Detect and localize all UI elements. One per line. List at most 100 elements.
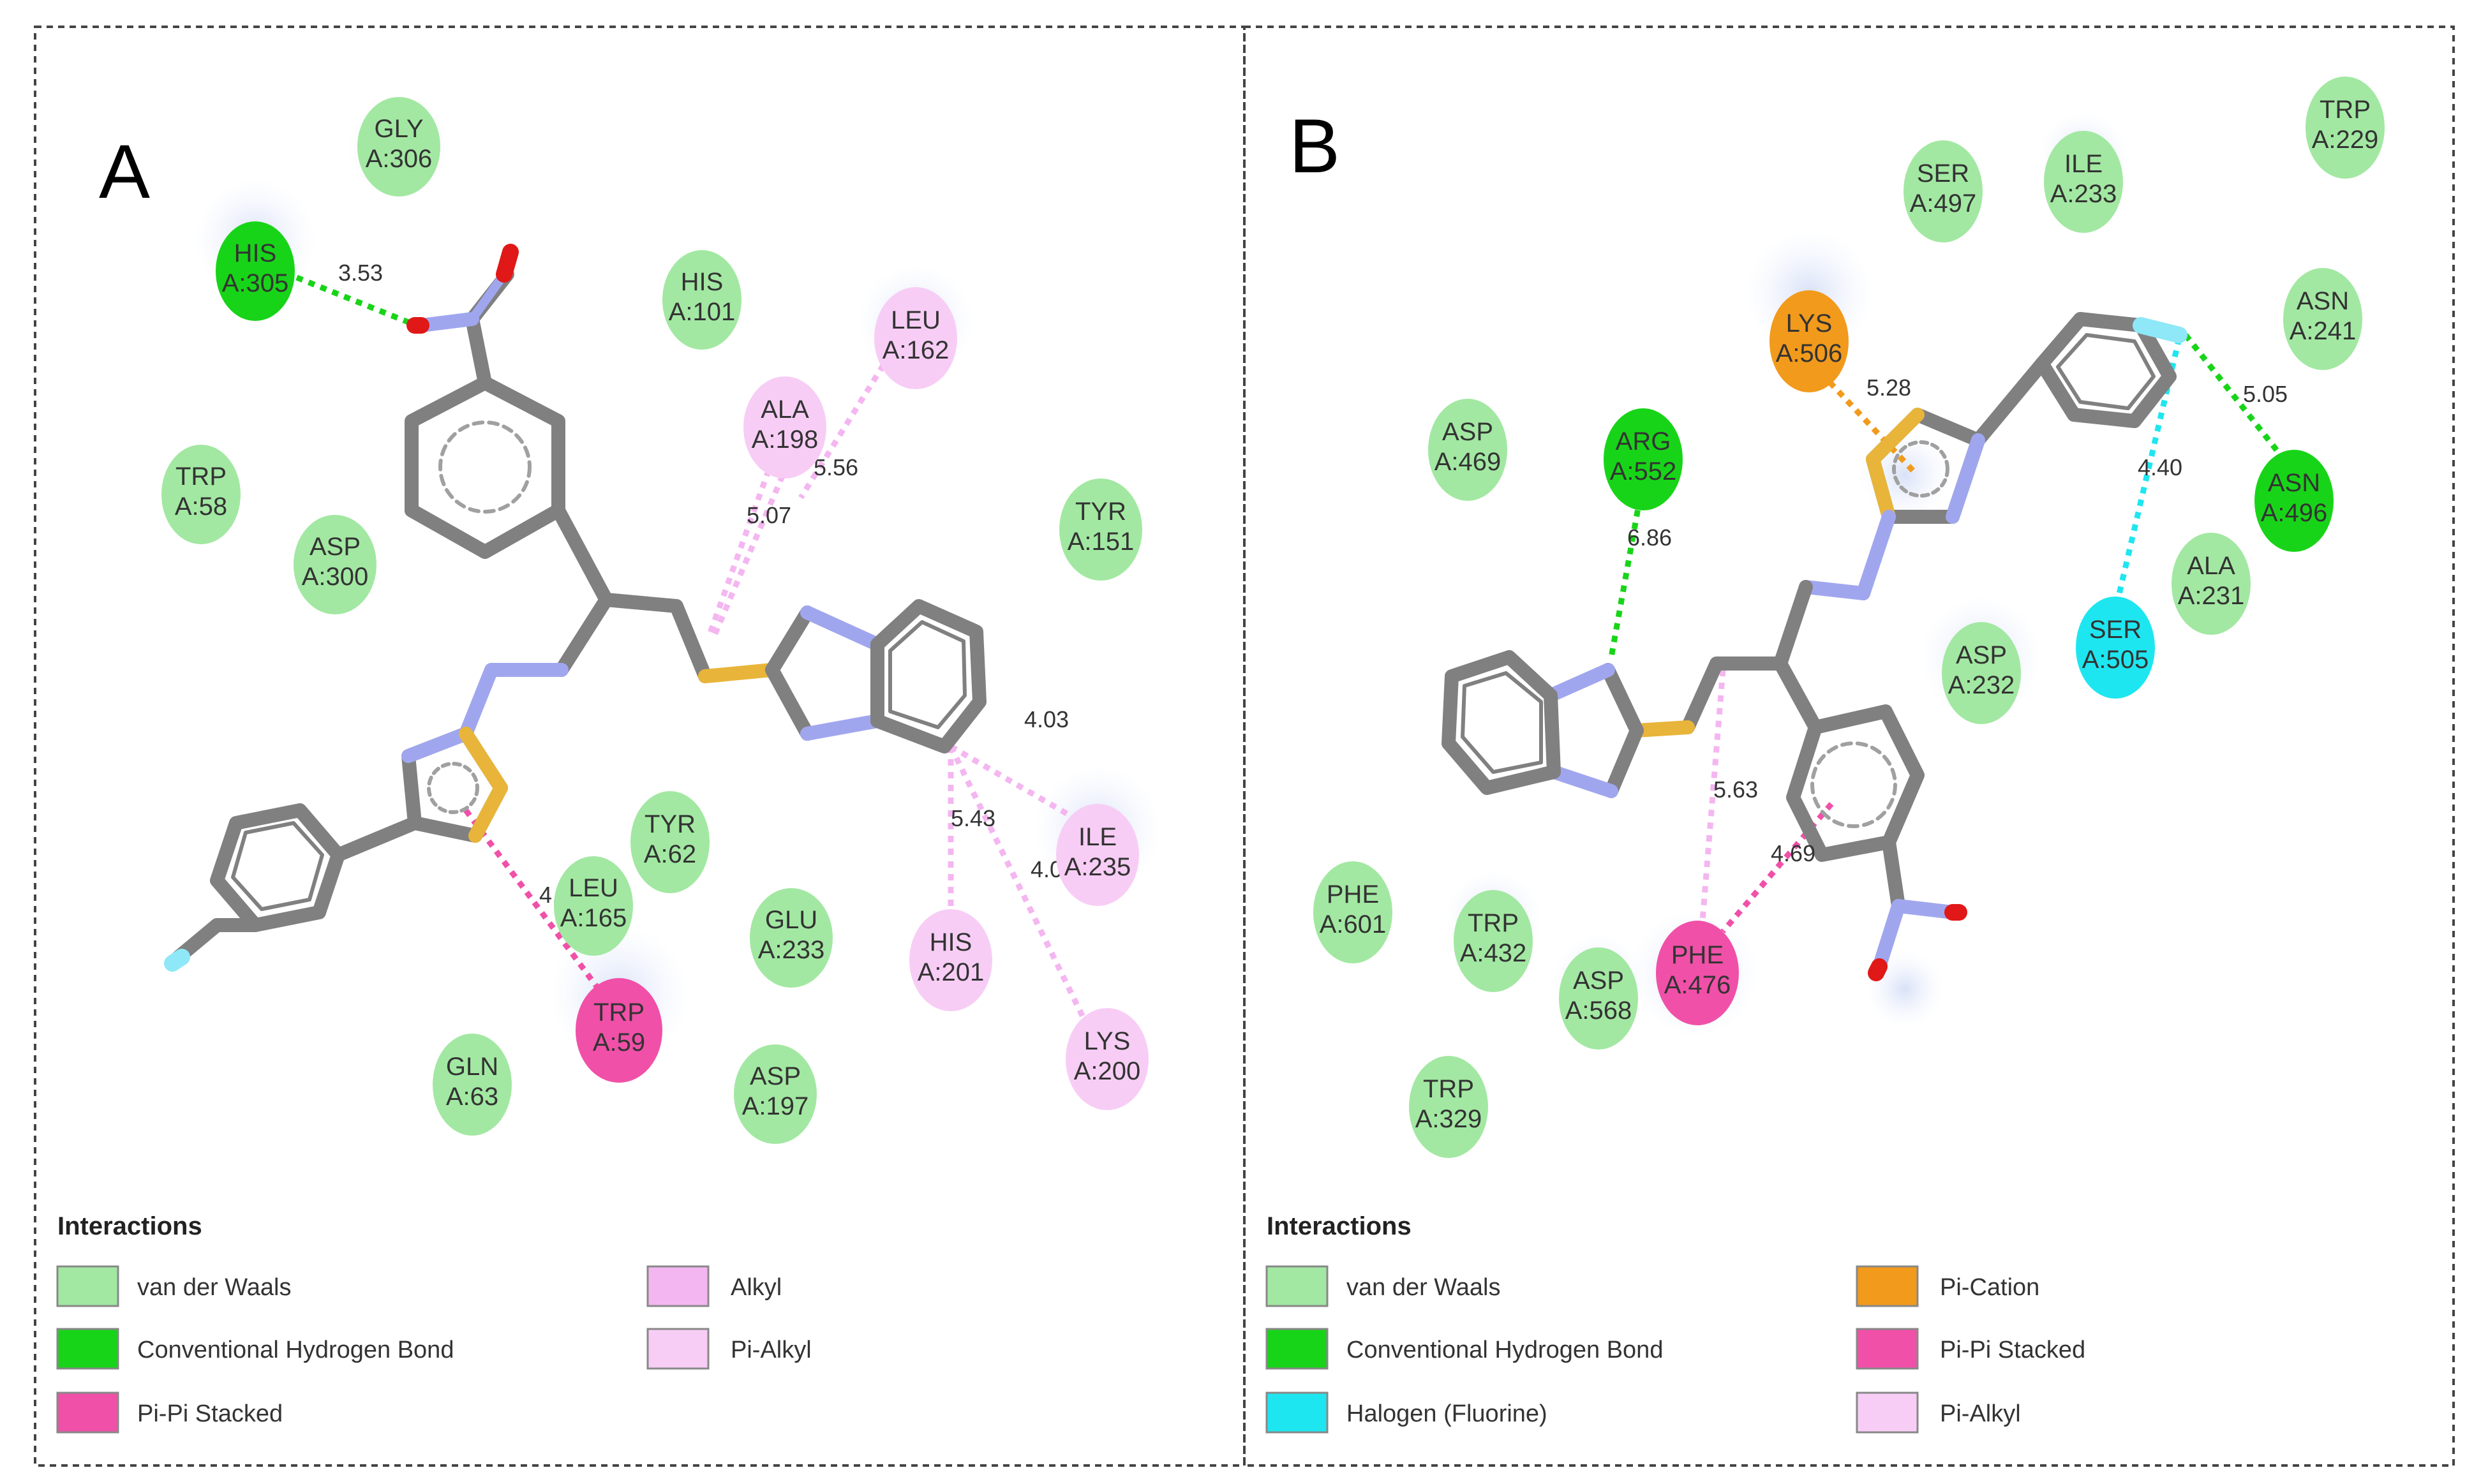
distance-label: 5.63	[1713, 776, 1758, 803]
residue: ILE A:233	[2044, 131, 2123, 233]
svg-text:SER: SER	[1917, 160, 1969, 188]
svg-text:A:306: A:306	[366, 145, 433, 173]
residue: PHE A:476	[1656, 921, 1739, 1025]
residue: ALA A:198	[743, 376, 826, 479]
svg-text:A:469: A:469	[1434, 448, 1501, 476]
legend-item: Conventional Hydrogen Bond	[56, 1328, 454, 1370]
svg-text:A:231: A:231	[2178, 582, 2245, 610]
legend-item: Pi-Cation	[1856, 1265, 2039, 1307]
legend-item: van der Waals	[56, 1265, 291, 1307]
svg-text:A:305: A:305	[222, 269, 289, 297]
svg-text:A:552: A:552	[1610, 457, 1677, 486]
pipi-line	[463, 808, 615, 1010]
distance-label: 5.56	[814, 454, 858, 480]
svg-text:TRP: TRP	[175, 463, 227, 491]
hbond-line	[2183, 333, 2297, 474]
residue: HIS A:201	[909, 909, 992, 1011]
svg-text:Pi-Pi Stacked: Pi-Pi Stacked	[1940, 1337, 2085, 1363]
svg-text:Alkyl: Alkyl	[731, 1274, 782, 1301]
svg-text:LEU: LEU	[569, 874, 618, 902]
residue: ASN A:241	[2283, 268, 2362, 370]
svg-text:Conventional Hydrogen Bond: Conventional Hydrogen Bond	[137, 1337, 454, 1363]
hbond-line	[295, 274, 426, 332]
svg-text:A:58: A:58	[175, 493, 227, 521]
legend-item: Pi-Pi Stacked	[56, 1391, 283, 1434]
svg-text:A:200: A:200	[1074, 1057, 1141, 1085]
svg-text:van der Waals: van der Waals	[137, 1274, 291, 1301]
panel-b-frame	[1243, 26, 2455, 1467]
legend-title: Interactions	[57, 1212, 202, 1240]
svg-text:A:241: A:241	[2290, 317, 2357, 345]
svg-text:A:162: A:162	[883, 336, 950, 364]
svg-text:A:568: A:568	[1565, 997, 1632, 1025]
svg-text:A:497: A:497	[1910, 189, 1977, 218]
pialkyl-line	[949, 744, 1074, 819]
svg-text:A:201: A:201	[918, 958, 985, 986]
distance-label: 5.05	[2243, 381, 2288, 407]
residue: SER A:505	[2076, 597, 2155, 699]
residue: TRP A:59	[576, 978, 662, 1083]
svg-text:ASN: ASN	[2268, 469, 2320, 497]
svg-text:Pi-Cation: Pi-Cation	[1940, 1274, 2039, 1301]
svg-text:A:300: A:300	[302, 563, 369, 591]
svg-text:HIS: HIS	[930, 928, 972, 956]
svg-text:PHE: PHE	[1671, 941, 1724, 969]
legend-b: Interactions van der Waals Conventional …	[1265, 1212, 2085, 1434]
svg-text:Conventional Hydrogen Bond: Conventional Hydrogen Bond	[1346, 1337, 1663, 1363]
svg-text:Pi-Pi Stacked: Pi-Pi Stacked	[137, 1400, 283, 1427]
svg-text:TRP: TRP	[2320, 96, 2371, 124]
svg-text:TYR: TYR	[644, 810, 696, 838]
svg-text:TYR: TYR	[1075, 498, 1126, 526]
svg-text:LYS: LYS	[1786, 309, 1833, 338]
residue: ASP A:568	[1559, 947, 1638, 1050]
legend-item: van der Waals	[1265, 1265, 1500, 1307]
panel-a: 3.53 5.56 5.07 4.03 5.43 4.04 4.96 GLY A…	[56, 96, 1161, 1434]
residue: TRP A:329	[1409, 1056, 1488, 1158]
residue: LYS A:200	[1066, 1008, 1149, 1110]
ligand-b	[1442, 312, 2187, 981]
distance-label: 4.40	[2138, 454, 2182, 480]
panel-b: 5.28 5.05 4.40 6.86 5.63 4.69 SER A:497 …	[1265, 77, 2385, 1434]
svg-text:ILE: ILE	[1078, 823, 1117, 851]
svg-text:HIS: HIS	[681, 268, 724, 296]
svg-text:A:235: A:235	[1064, 853, 1131, 881]
svg-text:A:151: A:151	[1068, 528, 1135, 556]
residue: ASP A:469	[1428, 399, 1507, 501]
pialkyl-line	[1697, 669, 1726, 945]
residue: HIS A:305	[216, 221, 295, 321]
residue: LYS A:506	[1769, 290, 1849, 392]
svg-text:ALA: ALA	[761, 396, 809, 424]
legend-item: Pi-Pi Stacked	[1856, 1328, 2085, 1370]
residue: GLU A:233	[750, 888, 833, 988]
svg-text:ALA: ALA	[2187, 552, 2235, 580]
legend-item: Conventional Hydrogen Bond	[1265, 1328, 1663, 1370]
hbond-line	[1608, 497, 1643, 658]
svg-text:A:59: A:59	[593, 1028, 645, 1057]
residue: GLN A:63	[433, 1034, 512, 1136]
interaction-lines-a	[295, 274, 1088, 1022]
svg-text:Pi-Alkyl: Pi-Alkyl	[731, 1337, 812, 1363]
legend-item: Pi-Alkyl	[1856, 1391, 2021, 1434]
residue: PHE A:601	[1313, 861, 1392, 963]
residue: TRP A:58	[161, 445, 241, 544]
svg-text:GLN: GLN	[446, 1053, 498, 1081]
distance-label: 5.43	[951, 805, 995, 831]
svg-text:GLU: GLU	[765, 906, 817, 934]
svg-text:ASP: ASP	[1442, 418, 1493, 446]
svg-text:TRP: TRP	[1468, 909, 1519, 937]
svg-text:LYS: LYS	[1084, 1027, 1131, 1055]
pialkyl-line	[705, 433, 785, 639]
distance-label: 5.28	[1866, 375, 1911, 401]
panel-b-letter: B	[1289, 103, 1340, 189]
svg-text:A:101: A:101	[669, 298, 736, 326]
residue: ALA A:231	[2172, 533, 2251, 635]
svg-text:van der Waals: van der Waals	[1346, 1274, 1500, 1301]
residue: LEU A:165	[554, 856, 633, 956]
residue: LEU A:162	[874, 287, 957, 389]
residue: TRP A:432	[1454, 890, 1533, 992]
residue: ASP A:232	[1942, 622, 2021, 724]
svg-text:Halogen (Fluorine): Halogen (Fluorine)	[1346, 1400, 1547, 1427]
svg-text:A:233: A:233	[2050, 180, 2117, 208]
distance-label: 3.53	[338, 260, 383, 286]
